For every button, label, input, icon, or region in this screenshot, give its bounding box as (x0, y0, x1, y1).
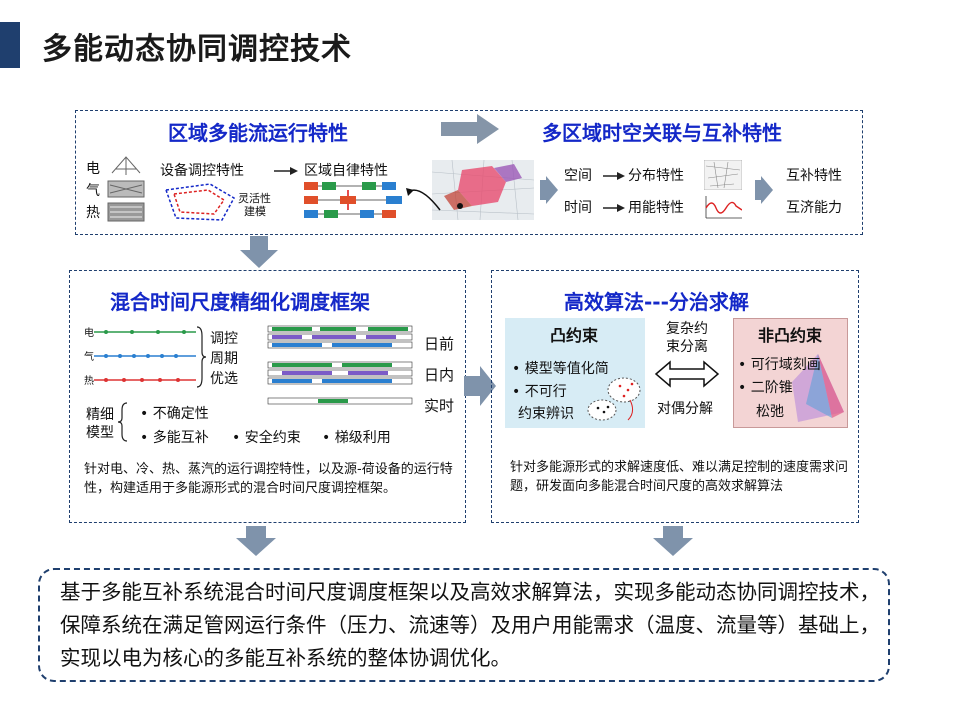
algorithm-title: 高效算法---分治求解 (564, 290, 749, 314)
nonconvex-title: 非凸约束 (758, 326, 823, 345)
period-label-1: 调控 (210, 331, 238, 347)
nonconvex-item-2: • 二阶锥 (738, 380, 793, 396)
time-arrow-icon (603, 204, 625, 212)
mutual-aid-label: 互济能力 (786, 200, 842, 216)
convex-title: 凸约束 (550, 326, 599, 345)
schedule-framework-box (69, 270, 466, 523)
nonconvex-item-2b: 松弛 (756, 404, 784, 420)
page-title: 多能动态协同调控技术 (42, 32, 352, 67)
bullet-security: • 安全约束 (232, 430, 301, 446)
complement-label: 互补特性 (786, 168, 842, 184)
down-arrow-left-icon (236, 526, 276, 556)
timeline-label-heat: 热 (84, 376, 94, 387)
framework-description: 针对电、冷、热、蒸汽的运行调控特性，以及源-荷设备的运行特性，构建适用于多能源形… (84, 462, 453, 496)
top-arrow-icon (441, 114, 499, 144)
model-brace-icon (118, 402, 128, 442)
top-section-box (75, 110, 863, 235)
map-pointer-arrow-icon (406, 188, 441, 211)
time-scale-bars (267, 325, 413, 405)
summary-text: 基于多能互补系统混合时间尺度调度框架以及高效求解算法，实现多能动态协同调控技术，… (60, 580, 880, 670)
period-brace-icon (196, 326, 206, 388)
dual-decomposition-label: 对偶分解 (657, 401, 713, 417)
scale-day-ahead: 日前 (424, 335, 455, 353)
complement-chevron-icon (755, 176, 773, 204)
energy-device-images (107, 156, 145, 222)
energy-label-electric: 电 (86, 161, 100, 177)
multi-region-title: 多区域时空关联与互补特性 (542, 121, 782, 145)
complex-label-2: 束分离 (666, 339, 708, 355)
flex-label-1: 灵活性 (238, 192, 271, 205)
convex-panel (505, 318, 645, 428)
complex-label-1: 复杂约 (666, 321, 708, 337)
regional-map-image (432, 160, 534, 220)
right-arrow-icon (464, 366, 496, 406)
down-arrow-icon (240, 236, 278, 268)
space-arrow-icon (603, 172, 625, 180)
convex-item-2: • 不可行 (512, 384, 567, 400)
map-chevron-icon (540, 176, 558, 204)
energy-label-heat: 热 (86, 205, 100, 221)
energy-label-gas: 气 (86, 183, 100, 199)
space-label: 空间 (564, 168, 592, 184)
double-arrow-icon (654, 360, 720, 388)
timeline-label-gas: 气 (84, 352, 94, 363)
usage-label: 用能特性 (628, 200, 684, 216)
algorithm-box (491, 270, 859, 523)
regional-flow-title: 区域多能流运行特性 (168, 121, 348, 145)
time-label: 时间 (564, 200, 592, 216)
period-label-3: 优选 (210, 371, 238, 387)
timeline-diagram (94, 330, 196, 382)
model-label-2: 模型 (86, 425, 114, 441)
device-control-label: 设备调控特性 (160, 163, 244, 179)
feasible-region-image (792, 354, 844, 422)
distribution-map-image (704, 160, 742, 190)
schedule-framework-title: 混合时间尺度精细化调度框架 (110, 290, 370, 314)
summary-box (38, 568, 890, 682)
autonomy-block-diagram (304, 182, 402, 218)
scale-realtime: 实时 (424, 397, 455, 415)
flexibility-region-icon (164, 183, 236, 221)
regional-autonomy-label: 区域自律特性 (304, 163, 388, 179)
convex-item-2b: 约束辨识 (518, 406, 574, 422)
timeline-label-electric: 电 (84, 328, 94, 339)
bullet-complementary: • 多能互补 (140, 430, 209, 446)
convex-item-1: • 模型等值化简 (512, 361, 609, 377)
scale-intraday: 日内 (424, 366, 455, 384)
down-arrow-right-icon (653, 526, 693, 556)
usage-curve-image (705, 196, 742, 219)
small-arrow-icon (274, 167, 298, 175)
distribution-label: 分布特性 (628, 168, 684, 184)
title-accent-bar (0, 22, 20, 68)
bullet-uncertainty: • 不确定性 (140, 406, 209, 422)
flex-label-2: 建模 (244, 205, 266, 218)
nonconvex-item-1: • 可行域刻画 (738, 357, 821, 373)
algorithm-description: 针对多能源形式的求解速度低、难以满足控制的速度需求问题，研发面向多能混合时间尺度… (510, 460, 849, 494)
bullet-cascade: • 梯级利用 (322, 430, 391, 446)
model-label-1: 精细 (86, 407, 114, 423)
period-label-2: 周期 (210, 351, 238, 367)
constraint-cluster-image (587, 377, 641, 421)
